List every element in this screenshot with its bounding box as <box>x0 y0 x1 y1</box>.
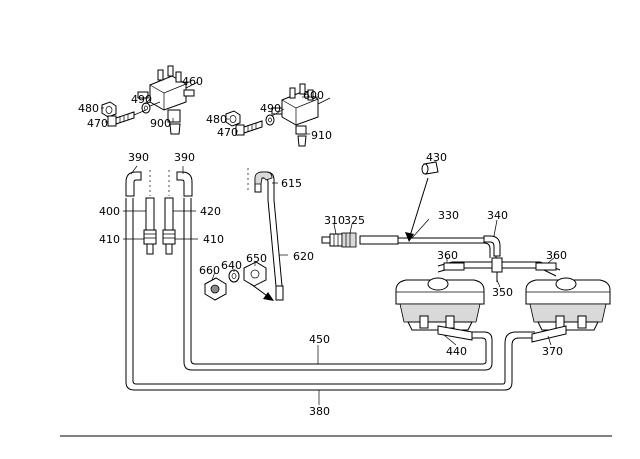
brake-chamber-right <box>525 277 611 331</box>
hose-380 <box>125 198 535 391</box>
label-440: 440 <box>446 345 467 358</box>
leader-lines <box>101 81 556 405</box>
hose-420 <box>164 197 174 231</box>
label-410-right: 410 <box>203 233 224 246</box>
washer-490b <box>265 114 275 126</box>
label-600: 600 <box>303 89 324 102</box>
label-460: 460 <box>182 75 203 88</box>
label-325: 325 <box>344 214 365 227</box>
valve-assembly-460 <box>137 65 199 123</box>
hose-370 <box>531 325 567 343</box>
label-660: 660 <box>199 264 220 277</box>
hose-330 <box>359 235 497 258</box>
label-380: 380 <box>309 405 330 418</box>
arrow-430 <box>405 177 429 242</box>
label-640: 640 <box>221 259 242 272</box>
hose-400 <box>145 197 155 231</box>
label-420: 420 <box>200 205 221 218</box>
arrow-to-pipe-620 <box>250 283 274 301</box>
elbow-615 <box>254 171 273 185</box>
hose-360-left <box>443 262 465 271</box>
label-650: 650 <box>246 252 267 265</box>
connector-650 <box>243 261 267 287</box>
elbow-340 <box>483 235 501 257</box>
check-valve-410-right <box>162 229 176 255</box>
hose-450 <box>183 198 493 371</box>
label-480a: 480 <box>78 102 99 115</box>
label-340: 340 <box>487 209 508 222</box>
label-470a: 470 <box>87 117 108 130</box>
label-470b: 470 <box>217 126 238 139</box>
tube-elbow-390-left <box>125 171 142 197</box>
label-615: 615 <box>281 177 302 190</box>
check-valve-410-left <box>143 229 157 255</box>
label-310: 310 <box>324 214 345 227</box>
label-900: 900 <box>150 117 171 130</box>
sleeve-430 <box>421 161 439 175</box>
label-430: 430 <box>426 151 447 164</box>
label-400: 400 <box>99 205 120 218</box>
sensor-310 <box>321 233 343 247</box>
fitting-900 <box>169 123 181 135</box>
label-910: 910 <box>311 129 332 142</box>
dashed-guide-left <box>149 170 170 196</box>
nut-480a <box>101 101 117 118</box>
tube-elbow-390-right <box>176 171 193 197</box>
label-370: 370 <box>542 345 563 358</box>
label-620: 620 <box>293 250 314 263</box>
label-410-left: 410 <box>99 233 120 246</box>
label-490b: 490 <box>260 102 281 115</box>
nut-480b <box>225 110 241 127</box>
label-390-left: 390 <box>128 151 149 164</box>
label-360-right: 360 <box>546 249 567 262</box>
callout-labels: 460 490 480 470 900 600 490 480 470 910 … <box>78 75 567 418</box>
bolt-470b <box>235 120 263 136</box>
valve-assembly-600 <box>271 83 331 147</box>
label-330: 330 <box>438 209 459 222</box>
label-390-right: 390 <box>174 151 195 164</box>
label-360-left: 360 <box>437 249 458 262</box>
label-350: 350 <box>492 286 513 299</box>
hose-360-right <box>535 262 557 271</box>
brake-chamber-left <box>395 277 485 331</box>
hose-440 <box>437 325 473 341</box>
fitting-660 <box>204 277 227 301</box>
connector-325 <box>341 232 357 248</box>
label-480b: 480 <box>206 113 227 126</box>
bolt-470a <box>107 109 147 127</box>
label-450: 450 <box>309 333 330 346</box>
label-490a: 490 <box>131 93 152 106</box>
